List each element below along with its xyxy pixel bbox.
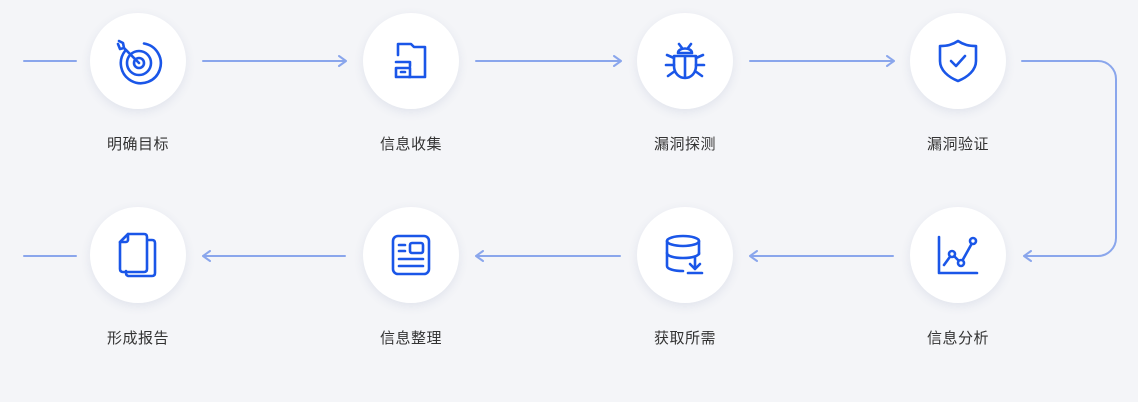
- connector-arrow-5-6: [749, 250, 894, 262]
- step-icon-circle: [910, 207, 1006, 303]
- connector-arrow-6-7: [475, 250, 621, 262]
- documents-icon: [118, 232, 157, 278]
- connector-arrow-3-4: [749, 55, 895, 67]
- connector-arrow-7-8: [202, 250, 346, 262]
- step-label: 信息收集: [379, 135, 442, 153]
- step-information-analysis: 信息分析: [898, 207, 1018, 357]
- id-card-icon: [391, 234, 431, 276]
- target-icon: [116, 39, 163, 85]
- step-icon-circle: [637, 13, 733, 109]
- connector-return-curve: [1021, 60, 1117, 262]
- step-icon-circle: [363, 13, 459, 109]
- connector-arrow-2-3: [475, 55, 622, 67]
- step-label: 形成报告: [106, 329, 169, 347]
- step-form-report: 形成报告: [78, 207, 198, 357]
- step-vulnerability-verification: 漏洞验证: [898, 13, 1018, 163]
- step-icon-circle: [90, 207, 186, 303]
- step-label: 漏洞验证: [926, 135, 989, 153]
- step-icon-circle: [90, 13, 186, 109]
- database-download-icon: [665, 234, 704, 275]
- step-label: 信息整理: [379, 329, 442, 347]
- step-information-organizing: 信息整理: [351, 207, 471, 357]
- step-define-target: 明确目标: [78, 13, 198, 163]
- connector-arrow-1-2: [202, 55, 347, 67]
- step-label: 漏洞探测: [653, 135, 716, 153]
- step-label: 明确目标: [106, 135, 169, 153]
- step-information-gathering: 信息收集: [351, 13, 471, 163]
- step-obtain-required: 获取所需: [625, 207, 745, 357]
- step-label: 获取所需: [653, 329, 716, 347]
- step-icon-circle: [637, 207, 733, 303]
- shield-check-icon: [938, 39, 978, 83]
- chart-analysis-icon: [937, 235, 979, 275]
- step-icon-circle: [363, 207, 459, 303]
- step-vulnerability-detection: 漏洞探测: [625, 13, 745, 163]
- step-icon-circle: [910, 13, 1006, 109]
- bug-icon: [664, 42, 706, 80]
- step-label: 信息分析: [926, 329, 989, 347]
- collect-icon: [394, 42, 427, 79]
